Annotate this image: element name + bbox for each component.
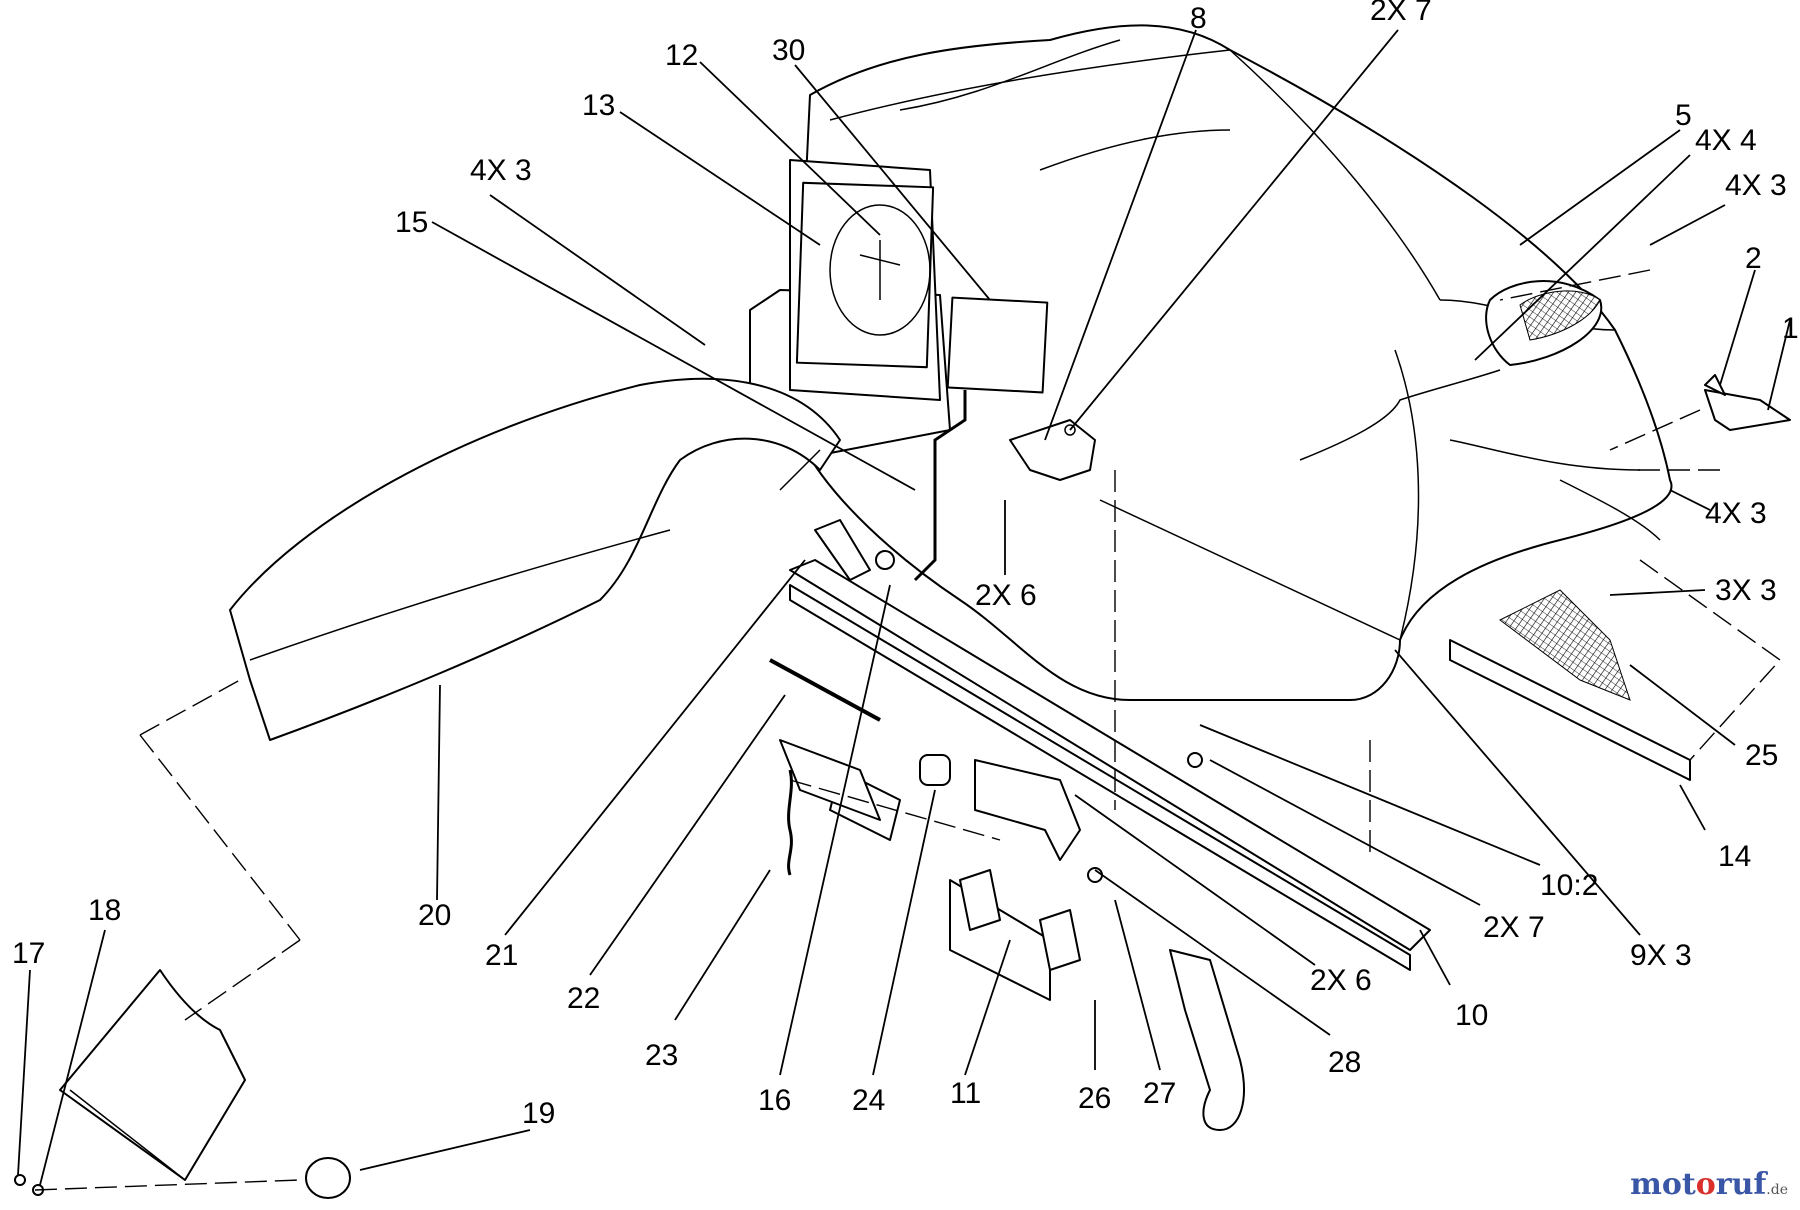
callout-10: 10 bbox=[1455, 999, 1488, 1032]
callout-8: 8 bbox=[1190, 2, 1207, 35]
callout-27: 27 bbox=[1143, 1077, 1176, 1110]
hardware-bracket bbox=[1704, 374, 1791, 431]
crossbar bbox=[789, 559, 1431, 971]
callout-25: 25 bbox=[1745, 739, 1778, 772]
callout-9x3: 9X 3 bbox=[1630, 939, 1692, 972]
assembly-lines bbox=[34, 269, 1782, 1191]
callout-4x4: 4X 4 bbox=[1695, 124, 1757, 157]
callout-23: 23 bbox=[645, 1039, 678, 1072]
callout-22: 22 bbox=[567, 982, 600, 1015]
callout-1: 1 bbox=[1782, 312, 1799, 345]
watermark-part3: ruf bbox=[1715, 1167, 1767, 1202]
callout-10-2: 10:2 bbox=[1540, 869, 1598, 902]
callout-30: 30 bbox=[772, 34, 805, 67]
callout-2x6-lower: 2X 6 bbox=[1310, 964, 1372, 997]
callout-4x3-right-top: 4X 3 bbox=[1725, 169, 1787, 202]
callout-2: 2 bbox=[1745, 242, 1762, 275]
callout-14: 14 bbox=[1718, 840, 1751, 873]
watermark-suffix: .de bbox=[1766, 1182, 1788, 1198]
right-mesh-panel bbox=[1449, 589, 1691, 781]
callout-19: 19 bbox=[522, 1097, 555, 1130]
callout-20: 20 bbox=[418, 899, 451, 932]
leader-lines bbox=[17, 29, 1791, 1186]
callout-17: 17 bbox=[12, 937, 45, 970]
callout-3x3: 3X 3 bbox=[1715, 574, 1777, 607]
callout-15: 15 bbox=[395, 206, 428, 239]
callout-labels: 8 2X 7 12 30 13 4X 3 15 5 4X 4 4X 3 2 1 … bbox=[12, 0, 1799, 1130]
callout-2x7-top: 2X 7 bbox=[1370, 0, 1432, 27]
callout-5: 5 bbox=[1675, 99, 1692, 132]
watermark-logo: motoruf.de bbox=[1630, 1167, 1788, 1202]
callout-4x3-right-mid: 4X 3 bbox=[1705, 497, 1767, 530]
callout-18: 18 bbox=[88, 894, 121, 927]
hood-cover bbox=[749, 24, 1673, 701]
callout-2x6-upper: 2X 6 bbox=[975, 579, 1037, 612]
watermark-part1: mot bbox=[1630, 1167, 1696, 1202]
callout-13: 13 bbox=[582, 89, 615, 122]
callout-16: 16 bbox=[758, 1084, 791, 1117]
left-fender bbox=[229, 377, 841, 741]
callout-28: 28 bbox=[1328, 1046, 1361, 1079]
callout-12: 12 bbox=[665, 39, 698, 72]
callout-24: 24 bbox=[852, 1084, 885, 1117]
callout-21: 21 bbox=[485, 939, 518, 972]
callout-11: 11 bbox=[950, 1077, 981, 1110]
callout-4x3-left: 4X 3 bbox=[470, 154, 532, 187]
callout-2x7-lower: 2X 7 bbox=[1483, 911, 1545, 944]
callout-26: 26 bbox=[1078, 1082, 1111, 1115]
lever-rod bbox=[814, 390, 967, 582]
watermark-part2: o bbox=[1695, 1167, 1716, 1202]
